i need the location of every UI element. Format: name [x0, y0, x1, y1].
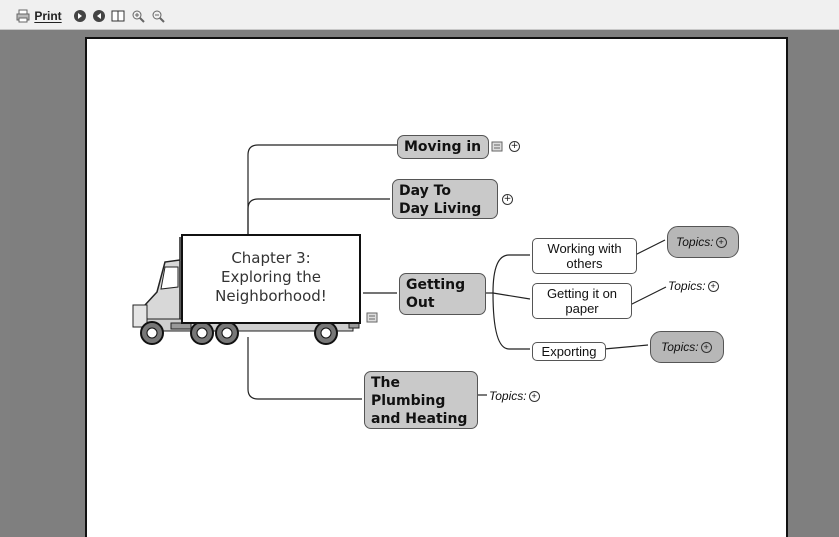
- topics-label-working: Topics:: [676, 235, 714, 249]
- fit-page-button[interactable]: [110, 7, 126, 25]
- fit-page-icon: [111, 10, 125, 22]
- central-topic-line1: Chapter 3:: [231, 249, 311, 267]
- topics-pill-working[interactable]: Topics:+: [667, 226, 739, 258]
- sub-topic-working-line2: others: [566, 256, 603, 271]
- main-topic-moving-in-label: Moving in: [404, 139, 482, 155]
- main-topic-day-to-day-living[interactable]: Day To Day Living: [392, 179, 498, 219]
- topics-label-paper[interactable]: Topics:+: [668, 279, 719, 293]
- sub-topic-paper-line2: paper: [565, 301, 599, 316]
- mindmap-connectors: [132, 144, 667, 400]
- expand-working-icon[interactable]: +: [715, 237, 727, 249]
- expand-day-to-day-icon[interactable]: +: [502, 194, 513, 205]
- central-topic[interactable]: Chapter 3: Exploring the Neighborhood!: [182, 249, 360, 319]
- next-page-button[interactable]: [72, 7, 88, 25]
- main-topic-getting-line2: Out: [406, 295, 435, 311]
- topics-label-exporting: Topics:: [661, 340, 699, 354]
- zoom-in-button[interactable]: [130, 7, 146, 25]
- print-preview-page: Chapter 3: Exploring the Neighborhood! M…: [85, 37, 788, 537]
- sub-topic-working-line1: Working with: [547, 241, 622, 256]
- main-topic-plumbing-line3: and Heating: [371, 411, 468, 427]
- main-topic-getting-line1: Getting: [406, 277, 466, 293]
- main-topic-day-line2: Day Living: [399, 201, 482, 217]
- back-icon: [93, 10, 105, 22]
- zoom-in-icon: [132, 10, 145, 23]
- sub-topic-exporting[interactable]: Exporting: [532, 342, 606, 361]
- print-icon: [16, 9, 30, 23]
- topics-pill-exporting[interactable]: Topics:+: [650, 331, 724, 363]
- forward-icon: [74, 10, 86, 22]
- note-icon-getting-out[interactable]: [366, 312, 379, 323]
- zoom-out-button[interactable]: [150, 7, 166, 25]
- main-topic-moving-in[interactable]: Moving in: [397, 135, 489, 159]
- sub-topic-paper-line1: Getting it on: [546, 286, 618, 301]
- expand-paper-icon[interactable]: +: [707, 281, 719, 293]
- note-icon[interactable]: [491, 141, 504, 152]
- main-topic-day-line1: Day To: [399, 183, 451, 199]
- expand-plumbing-icon[interactable]: +: [528, 391, 540, 403]
- main-topic-plumbing-line1: The: [371, 375, 401, 391]
- zoom-out-icon: [152, 10, 165, 23]
- main-topic-getting-out[interactable]: Getting Out: [399, 273, 486, 315]
- previous-page-button[interactable]: [91, 7, 107, 25]
- central-topic-line3: Neighborhood!: [215, 287, 327, 305]
- central-topic-line2: Exploring the: [221, 268, 321, 286]
- expand-moving-in-icon[interactable]: +: [509, 141, 520, 152]
- expand-exporting-icon[interactable]: +: [700, 342, 712, 354]
- print-button[interactable]: Print: [14, 7, 64, 25]
- toolbar: Print: [0, 0, 839, 30]
- sub-topic-getting-it-on-paper[interactable]: Getting it on paper: [532, 283, 632, 319]
- sub-topic-working-with-others[interactable]: Working with others: [532, 238, 637, 274]
- print-label: Print: [34, 9, 62, 23]
- sub-topic-exporting-label: Exporting: [541, 344, 597, 359]
- main-topic-plumbing-line2: Plumbing: [371, 393, 446, 409]
- topics-label-plumbing[interactable]: Topics:+: [489, 389, 540, 403]
- main-topic-plumbing-heating[interactable]: The Plumbing and Heating: [364, 371, 478, 429]
